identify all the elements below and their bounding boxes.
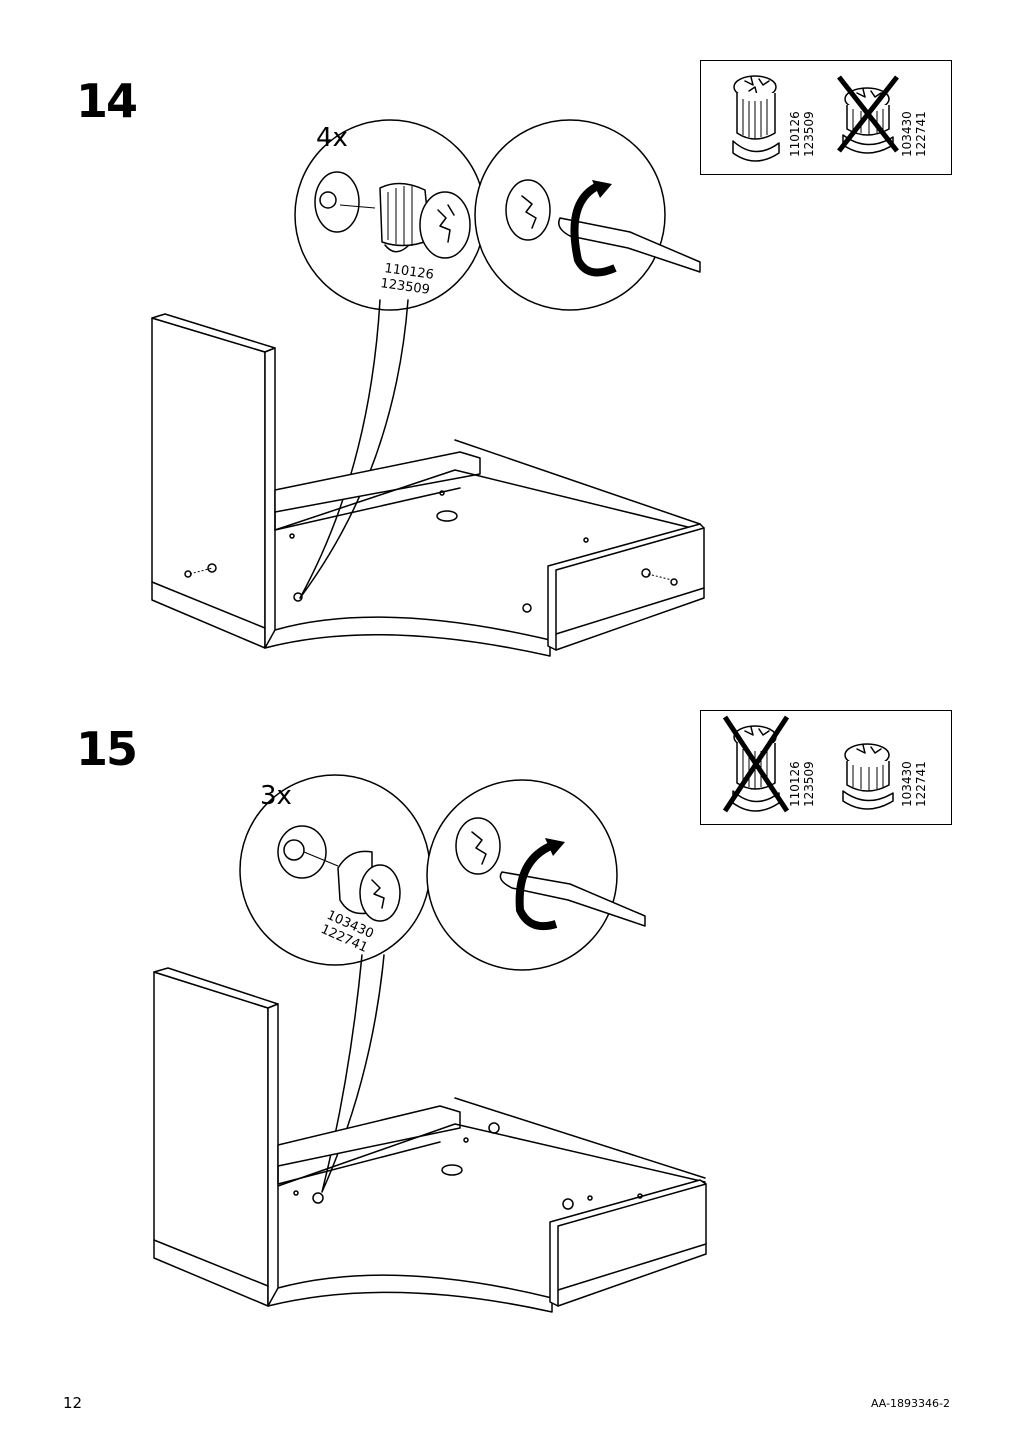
step-15-screwdriver-detail <box>426 779 646 971</box>
step-14-furniture-frame <box>151 313 705 657</box>
step-15-callout-pointer <box>321 954 385 1193</box>
crossed-cam-lock-110126-icon <box>722 715 790 813</box>
step-14-cam-insert-detail <box>294 119 486 311</box>
cam-lock-103430-icon <box>842 743 894 810</box>
page-number: 12 <box>63 1394 83 1412</box>
step-15-cam-lock-legend: 110126 123509 103430 122741 <box>700 710 952 825</box>
crossed-cam-lock-103430-icon <box>837 75 899 154</box>
step-14-part-label-2: 123509 <box>379 276 430 298</box>
step-14-part-label-1: 110126 <box>383 261 434 283</box>
step-15-quantity: 3x <box>260 781 292 811</box>
step-14-cam-lock-legend: 110126 123509 103430 122741 <box>700 60 952 175</box>
document-code: AA-1893346-2 <box>870 1397 950 1410</box>
step-15-number: 15 <box>76 722 138 776</box>
step-14-quantity: 4x <box>316 123 348 153</box>
cam-lock-110126-icon <box>732 75 780 162</box>
step-14-callout-pointer <box>299 299 409 599</box>
step-14-number: 14 <box>76 74 138 128</box>
step-15-cam-insert-detail <box>239 774 431 966</box>
step-15-furniture-frame <box>153 967 707 1313</box>
step-14-screwdriver-detail <box>474 119 701 311</box>
